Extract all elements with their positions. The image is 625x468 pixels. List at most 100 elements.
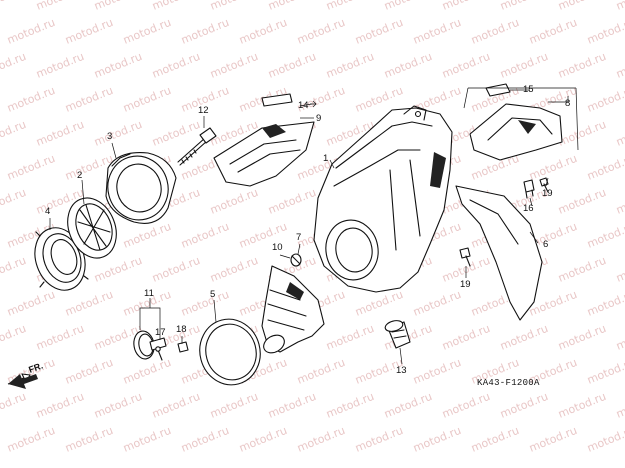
watermark-text: motod.ru — [208, 50, 260, 81]
watermark-text: motod.ru — [295, 16, 347, 47]
watermark-text: motod.ru — [179, 16, 231, 47]
watermark-text: motod.ru — [382, 0, 434, 13]
watermark-text: motod.ru — [556, 118, 608, 149]
callout-18: 18 — [176, 324, 187, 335]
watermark-text: motod.ru — [527, 16, 579, 47]
watermark-text: motod.ru — [324, 0, 376, 13]
part-18-nut — [177, 341, 189, 353]
watermark-text: motod.ru — [556, 254, 608, 285]
watermark-text: motod.ru — [614, 0, 625, 13]
arrow-marker-14 — [310, 100, 317, 108]
watermark-text: motod.ru — [498, 0, 550, 13]
callout-4: 4 — [45, 206, 50, 217]
diagram-code: KA43-F1200A — [477, 378, 540, 388]
watermark-text: motod.ru — [5, 424, 57, 455]
watermark-text: motod.ru — [5, 84, 57, 115]
watermark-text: motod.ru — [121, 16, 173, 47]
callout-11: 11 — [144, 288, 154, 299]
watermark-text: motod.ru — [63, 16, 115, 47]
part-12-bolt — [177, 127, 217, 166]
part-8-side-cover — [469, 103, 563, 161]
watermark-text: motod.ru — [440, 0, 492, 13]
part-5-gasket — [199, 318, 261, 386]
watermark-text: motod.ru — [585, 288, 625, 319]
watermark-text: motod.ru — [440, 50, 492, 81]
callout-17: 17 — [155, 327, 166, 338]
watermark-text: motod.ru — [295, 356, 347, 387]
watermark-text: motod.ru — [121, 220, 173, 251]
watermark-text: motod.ru — [237, 424, 289, 455]
watermark-text: motod.ru — [63, 288, 115, 319]
watermark-text: motod.ru — [0, 254, 28, 285]
callout-13: 13 — [396, 365, 407, 376]
watermark-text: motod.ru — [585, 152, 625, 183]
watermark-text: motod.ru — [266, 50, 318, 81]
part-17-clamp-screw — [155, 346, 163, 361]
watermark-text: motod.ru — [0, 390, 28, 421]
watermark-text: motod.ru — [5, 152, 57, 183]
watermark-text: motod.ru — [34, 390, 86, 421]
watermark-text: motod.ru — [208, 254, 260, 285]
watermark-text: motod.ru — [92, 50, 144, 81]
watermark-text: motod.ru — [498, 390, 550, 421]
callout-3: 3 — [107, 131, 112, 142]
watermark-text: motod.ru — [498, 50, 550, 81]
watermark-text: motod.ru — [527, 152, 579, 183]
watermark-text: motod.ru — [0, 322, 28, 353]
watermark-text: motod.ru — [208, 390, 260, 421]
callout-2: 2 — [77, 170, 82, 181]
watermark-text: motod.ru — [585, 424, 625, 455]
watermark-text: motod.ru — [63, 356, 115, 387]
watermark-text: motod.ru — [92, 254, 144, 285]
watermark-text: motod.ru — [353, 288, 405, 319]
watermark-text: motod.ru — [5, 288, 57, 319]
watermark-text: motod.ru — [353, 16, 405, 47]
watermark-text: motod.ru — [585, 84, 625, 115]
watermark-text: motod.ru — [382, 390, 434, 421]
callout-labels: 1 2 3 4 5 6 7 8 9 10 11 12 13 14 15 16 1… — [45, 84, 570, 376]
watermark-text: motod.ru — [150, 0, 202, 13]
watermark-text: motod.ru — [266, 0, 318, 13]
watermark-text: motod.ru — [614, 118, 625, 149]
watermark-text: motod.ru — [556, 390, 608, 421]
watermark-text: motod.ru — [614, 254, 625, 285]
watermark-text: motod.ru — [353, 424, 405, 455]
watermark-text: motod.ru — [324, 50, 376, 81]
part-19-screw-upper — [539, 177, 549, 193]
watermark-text: motod.ru — [34, 322, 86, 353]
watermark-text: motod.ru — [324, 322, 376, 353]
watermark-text: motod.ru — [440, 322, 492, 353]
watermark-text: motod.ru — [324, 390, 376, 421]
watermark-text: motod.ru — [411, 16, 463, 47]
watermark-text: motod.ru — [411, 356, 463, 387]
watermark-text: motod.ru — [498, 322, 550, 353]
callout-12: 12 — [198, 105, 209, 116]
part-2-element-holder — [67, 197, 117, 259]
watermark-text: motod.ru — [179, 288, 231, 319]
callout-5: 5 — [210, 289, 215, 300]
part-7-cap — [290, 253, 302, 267]
watermark-text: motod.ru — [150, 254, 202, 285]
watermark-text: motod.ru — [179, 220, 231, 251]
callout-19-upper: 19 — [542, 188, 553, 199]
part-1-air-cleaner-case — [313, 105, 453, 293]
part-9-cover-plate — [213, 121, 315, 187]
part-13-drain-tube — [384, 320, 411, 349]
watermark-text: motod.ru — [63, 84, 115, 115]
watermark-text: motod.ru — [440, 390, 492, 421]
watermark-text: motod.ru — [179, 424, 231, 455]
watermark-text: motod.ru — [121, 84, 173, 115]
watermark-text: motod.ru — [0, 0, 28, 13]
front-direction-arrow — [7, 373, 38, 389]
direction-label: FR. — [27, 361, 44, 375]
watermark-text: motod.ru — [150, 118, 202, 149]
watermark-text: motod.ru — [208, 0, 260, 13]
watermark-text: motod.ru — [556, 50, 608, 81]
watermark-text: motod.ru — [411, 288, 463, 319]
part-3-filter-element — [105, 152, 177, 224]
watermark-text: motod.ru — [0, 118, 28, 149]
watermark-text: motod.ru — [614, 186, 625, 217]
watermark-text: motod.ru — [382, 50, 434, 81]
watermark-text: motod.ru — [0, 186, 28, 217]
callout-14: 14 — [298, 100, 309, 111]
